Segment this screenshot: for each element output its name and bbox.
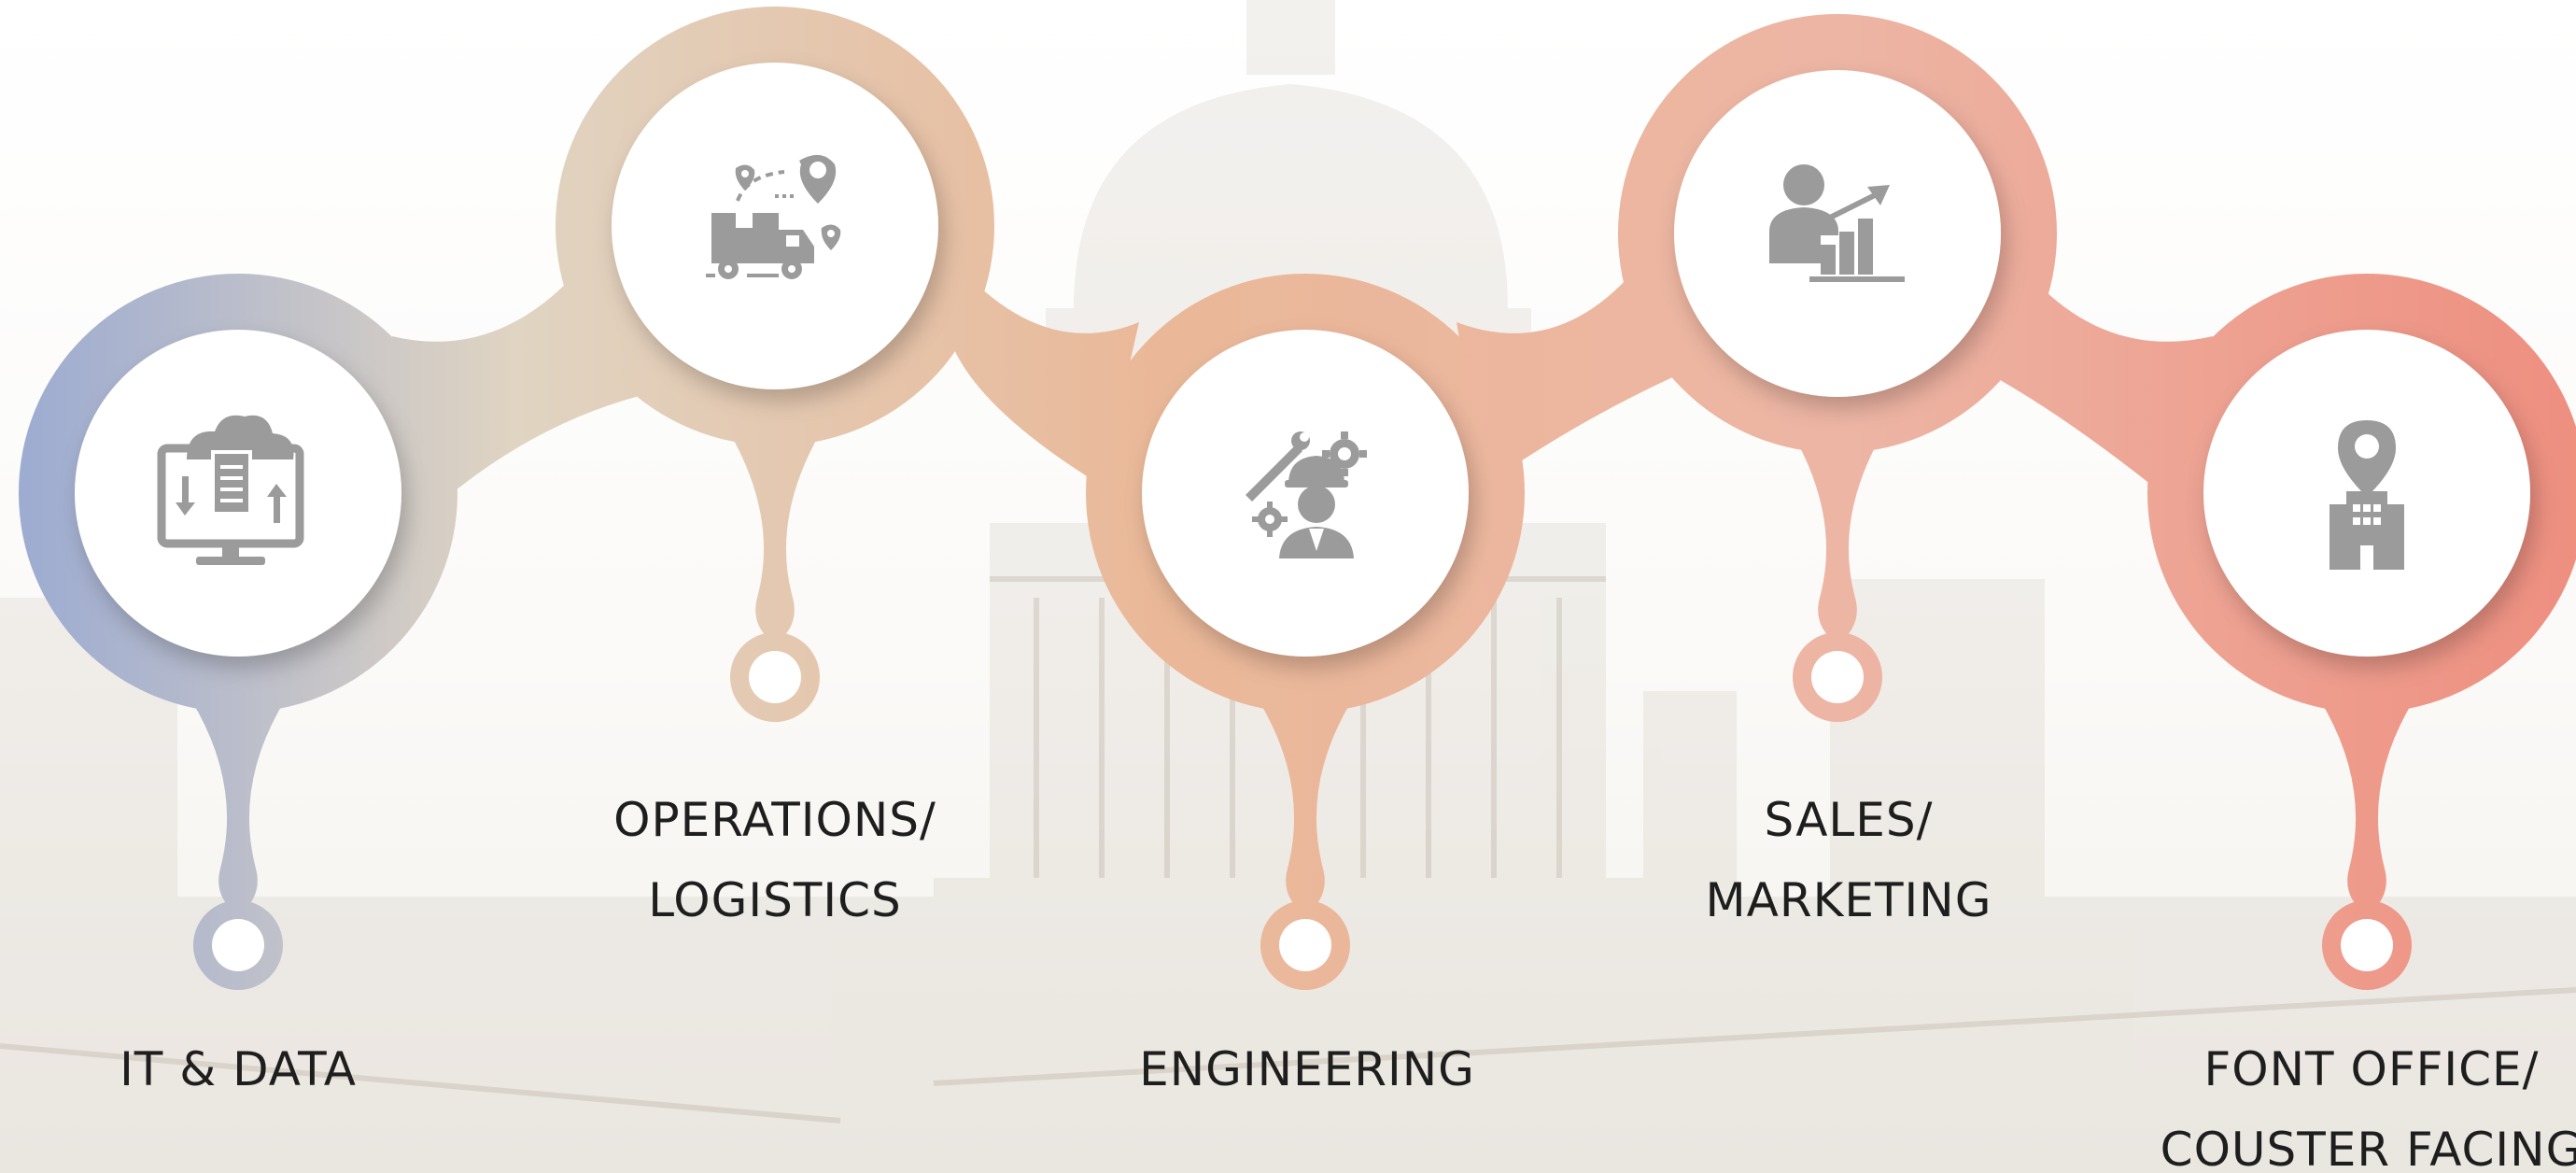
label-line: MARKETING <box>1705 873 1992 927</box>
cloud-monitor-icon <box>157 415 304 565</box>
label-line: IT & DATA <box>120 1042 357 1096</box>
front-office-pin <box>2341 919 2393 971</box>
engineering-pin <box>1279 919 1331 971</box>
engineer-gears-icon <box>1246 431 1367 558</box>
it-pin <box>212 919 264 971</box>
operations-logistics-label: OPERATIONS/ LOGISTICS <box>542 780 1008 940</box>
front-office-label: FONT OFFICE/ COUSTER FACING <box>2110 1029 2576 1173</box>
label-line: COUSTER FACING <box>2160 1123 2576 1173</box>
lantern <box>1246 0 1335 75</box>
engineering-label: ENGINEERING <box>1074 1029 1541 1109</box>
sales-pin <box>1811 651 1864 703</box>
dome <box>1074 84 1508 308</box>
tower-right <box>1643 691 1737 990</box>
label-line: SALES/ <box>1764 793 1934 847</box>
delivery-truck-icon <box>706 154 841 279</box>
label-line: OPERATIONS/ <box>613 793 936 847</box>
it-data-label: IT & DATA <box>51 1029 425 1109</box>
label-line: LOGISTICS <box>648 873 902 927</box>
sales-marketing-label: SALES/ MARKETING <box>1615 780 2082 940</box>
label-line: ENGINEERING <box>1139 1042 1475 1096</box>
building-pin-icon <box>2330 420 2404 570</box>
person-chart-icon <box>1769 164 1905 282</box>
label-line: FONT OFFICE/ <box>2203 1042 2540 1096</box>
operations-pin <box>749 651 801 703</box>
